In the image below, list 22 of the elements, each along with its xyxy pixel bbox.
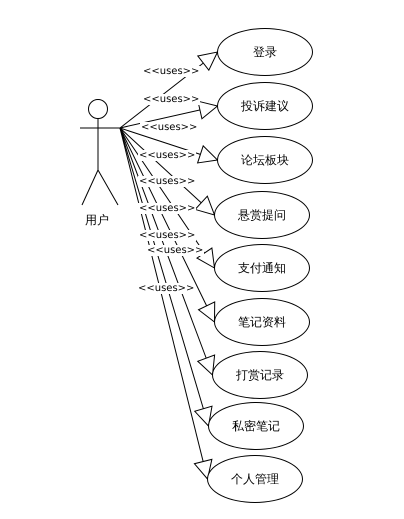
use-case-ellipse: 笔记资料 (214, 298, 310, 346)
use-case-ellipse: 登录 (217, 28, 313, 76)
use-case-ellipse: 支付通知 (214, 244, 310, 292)
edge-label: <<uses>> (138, 176, 196, 187)
arrow (120, 128, 218, 164)
arrow (120, 128, 212, 480)
edge-label: <<uses>> (146, 245, 204, 256)
use-case-ellipse: 打赏记录 (212, 351, 308, 399)
use-case-ellipse: 投诉建议 (217, 82, 313, 130)
edge-label: <<uses>> (138, 230, 196, 241)
use-case-ellipse: 个人管理 (207, 455, 303, 503)
edge-label: <<uses>> (142, 66, 200, 77)
edge-label: <<uses>> (140, 122, 198, 133)
use-case-ellipse: 悬赏提问 (214, 191, 310, 239)
use-case-ellipse: 论坛板块 (217, 136, 313, 184)
arrow (120, 100, 218, 128)
edge-label: <<uses>> (142, 94, 200, 105)
edge-label: <<uses>> (138, 203, 196, 214)
edge-label: <<uses>> (138, 150, 196, 161)
edge-label: <<uses>> (137, 283, 196, 294)
use-case-ellipse: 私密笔记 (208, 402, 304, 450)
actor-label: 用户 (85, 213, 109, 227)
